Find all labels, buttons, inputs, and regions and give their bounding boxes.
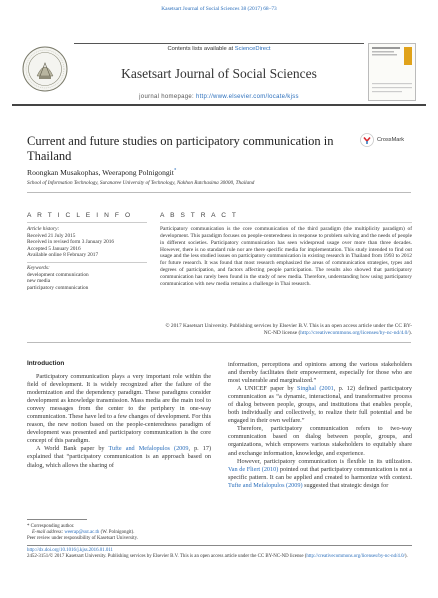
abstract-rule: [160, 222, 412, 223]
journal-homepage: journal homepage: http://www.elsevier.co…: [74, 94, 364, 100]
keywords: Keywords: development communication new …: [27, 265, 147, 291]
body-paragraph: A World Bank paper by Tufte and Mefalopu…: [27, 445, 211, 469]
journal-header: [74, 43, 364, 100]
paragraph-text: suggested that strategic design for: [302, 481, 389, 489]
crossmark-icon: [360, 133, 374, 147]
email-link[interactable]: weerap@sut.ac.th: [64, 530, 100, 536]
license-line: 2452-3151/© 2017 Kasetsart University. P…: [27, 554, 415, 560]
article-info-rule: [27, 222, 147, 223]
keyword-item: development communication: [27, 271, 89, 278]
crossmark-label: CrossMark: [377, 137, 405, 143]
bottom-rule: [27, 545, 412, 546]
article-title: Current and future studies on participat…: [27, 134, 334, 163]
body-paragraph: information, perceptions and opinions am…: [228, 361, 412, 385]
keyword-item: participatory communication: [27, 284, 89, 291]
email-label: E-mail address:: [32, 530, 65, 536]
body-paragraph: Participatory communication plays a very…: [27, 373, 211, 445]
author-list: Roongkan Musakophas, Weerapong Polnigong…: [27, 168, 176, 177]
doi-link[interactable]: http://dx.doi.org/10.1016/j.kjss.2016.01…: [27, 548, 113, 553]
body-right-column: information, perceptions and opinions am…: [228, 361, 412, 490]
sciencedirect-link[interactable]: ScienceDirect: [234, 46, 271, 52]
crossmark-button[interactable]: CrossMark: [360, 132, 420, 148]
history-item: Received 21 July 2015: [27, 232, 76, 239]
citation-link[interactable]: Singhal (2001: [297, 385, 334, 393]
journal-name: Kasetsart Journal of Social Sciences: [121, 66, 317, 81]
history-label: Article history:: [27, 226, 60, 232]
keyword-item: new media: [27, 278, 51, 285]
homepage-prefix: journal homepage:: [139, 94, 196, 100]
citation-link[interactable]: Van de Fliert (2010): [228, 465, 279, 473]
abstract-text: Participatory communication is the core …: [160, 226, 412, 287]
homepage-link[interactable]: http://www.elsevier.com/locate/kjss: [195, 94, 299, 100]
footnote-rule: [27, 519, 87, 520]
journal-citation[interactable]: Kasetsart Journal of Social Sciences 38 …: [161, 6, 277, 12]
history-item: Accepted 5 January 2016: [27, 245, 81, 252]
history-item: Received in revised form 3 January 2016: [27, 239, 115, 246]
copyright-text: © 2017 Kasetsart University. Publishing …: [165, 323, 412, 336]
license-end: ).: [404, 554, 408, 560]
body-paragraph: However, participatory communication is …: [228, 458, 412, 490]
email-line: E-mail address: weerap@sut.ac.th (W. Pol…: [27, 530, 227, 536]
bottom-info: http://dx.doi.org/10.1016/j.kjss.2016.01…: [27, 548, 415, 560]
corresponding-author-mark[interactable]: *: [173, 168, 177, 174]
abstract-divider: [27, 342, 411, 343]
history-item: Available online 8 February 2017: [27, 252, 99, 259]
citation-link[interactable]: Tufte and Mefalopulos (2009): [228, 481, 303, 489]
paragraph-text: A UNICEF paper by: [237, 385, 298, 393]
introduction-heading: Introduction: [27, 360, 65, 367]
article-history: Article history: Received 21 July 2015 R…: [27, 226, 147, 259]
keywords-rule: [27, 262, 147, 263]
title-divider: [27, 192, 411, 193]
paragraph-text: , p. 12) defined participatory communica…: [228, 385, 412, 425]
peer-review-note: Peer review under responsibility of Kase…: [27, 536, 138, 542]
paragraph-text: , p. 17) explained that “participatory c…: [27, 445, 212, 469]
affiliation: School of Information Technology, Surana…: [27, 180, 255, 186]
footnote: * Corresponding author. E-mail address: …: [27, 524, 227, 542]
article-info-heading: A R T I C L E I N F O: [27, 212, 133, 219]
body-paragraph: A UNICEF paper by Singhal (2001, p. 12) …: [228, 385, 412, 425]
corresponding-author-note: * Corresponding author.: [27, 524, 75, 529]
body-paragraph: Therefore, participatory communication r…: [228, 425, 412, 457]
issn-text: 2452-3151/© 2017 Kasetsart University. P…: [27, 554, 307, 560]
contents-line: Contents lists available at ScienceDirec…: [74, 46, 364, 52]
keywords-label: Keywords:: [27, 265, 50, 271]
citation-link[interactable]: Tufte and Mefalopulos (2009: [108, 445, 189, 453]
university-seal-icon: [22, 46, 68, 92]
bottom-license-link[interactable]: http://creativecommons.org/licenses/by-n…: [306, 554, 405, 560]
abstract-copyright: © 2017 Kasetsart University. Publishing …: [160, 323, 412, 337]
journal-cover-thumbnail: [368, 43, 416, 101]
authors-text: Roongkan Musakophas, Weerapong Polnigong…: [27, 168, 174, 177]
contents-prefix: Contents lists available at: [167, 46, 235, 52]
email-name: (W. Polnigongit).: [99, 530, 135, 536]
body-left-column: Participatory communication plays a very…: [27, 373, 211, 470]
abstract-heading: A B S T R A C T: [160, 212, 239, 219]
paragraph-text: A World Bank paper by: [36, 445, 109, 453]
paragraph-text: However, participatory communication is …: [237, 457, 412, 465]
license-link[interactable]: http://creativecommons.org/licenses/by-n…: [300, 329, 409, 336]
header-divider: [12, 104, 426, 106]
paragraph-text: pointed out that participatory communica…: [228, 465, 412, 481]
copyright-end: ).: [408, 329, 412, 336]
